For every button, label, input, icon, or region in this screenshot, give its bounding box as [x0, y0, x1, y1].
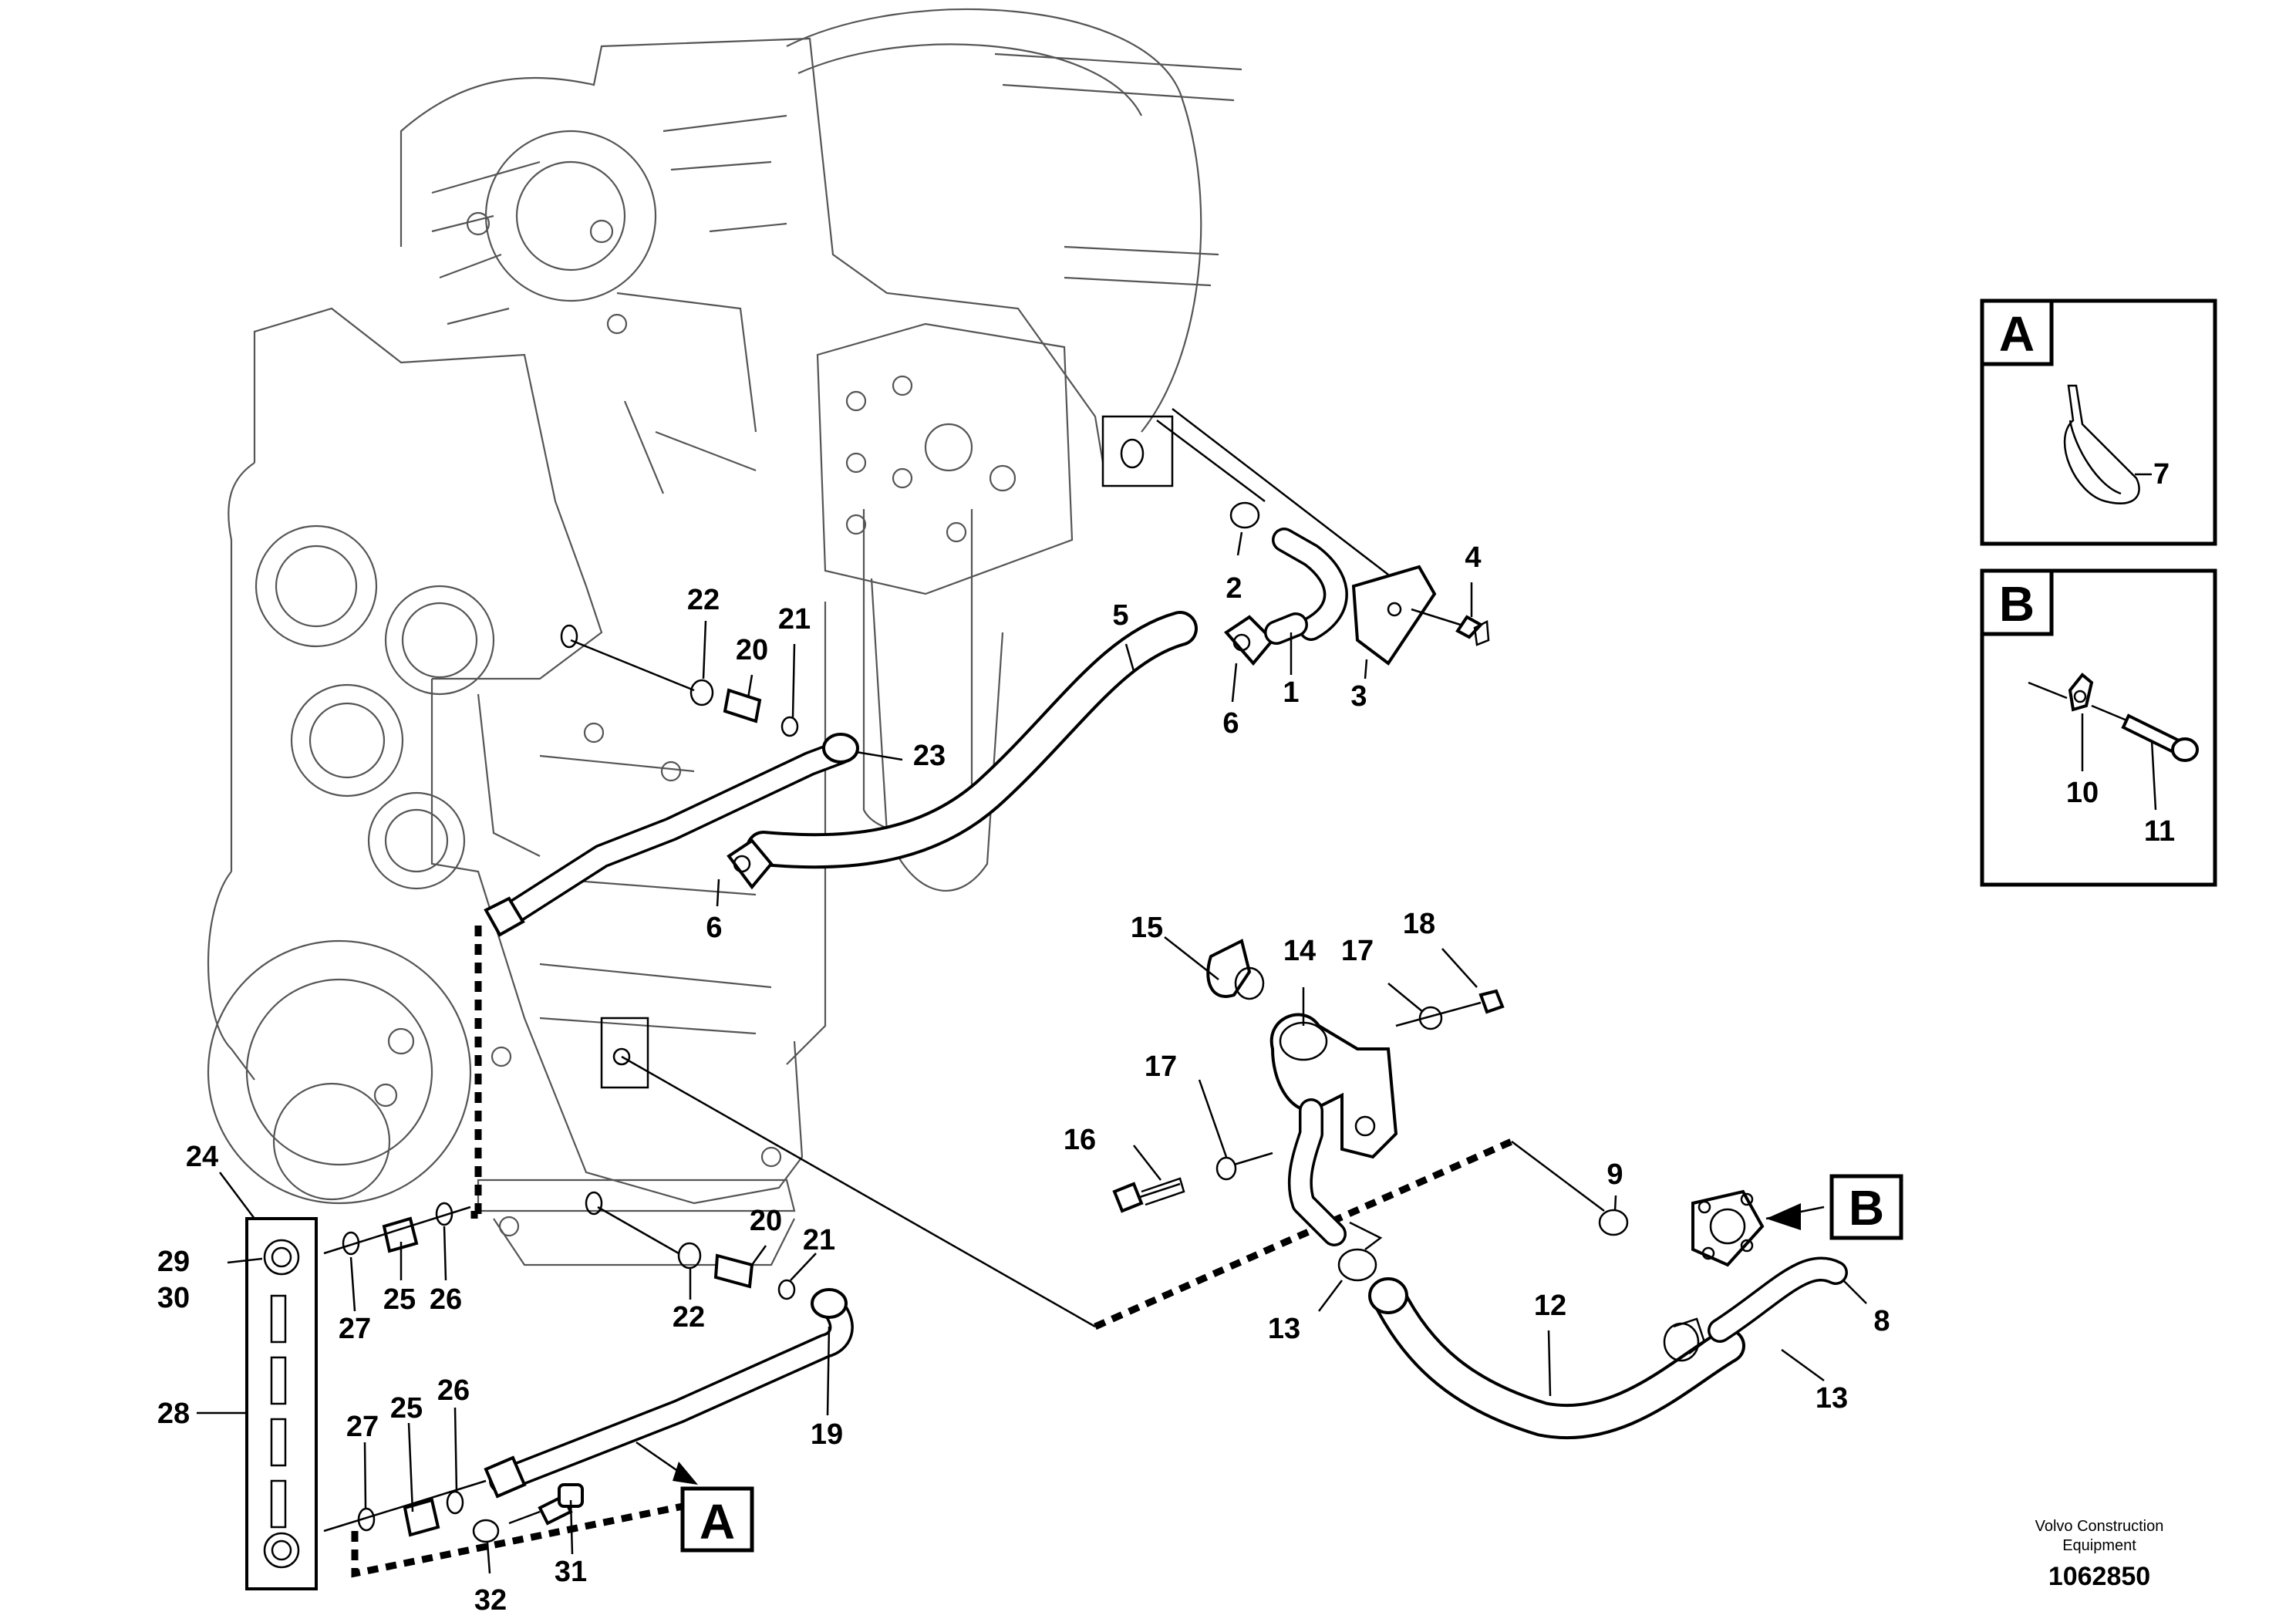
- callout-3: 3: [1350, 680, 1367, 713]
- callout-17-lower: 17: [1145, 1050, 1177, 1083]
- drawing-number: 1062850: [2048, 1562, 2150, 1591]
- callout-15: 15: [1131, 912, 1163, 944]
- callout-28: 28: [157, 1398, 190, 1430]
- callout-13-right: 13: [1816, 1382, 1848, 1415]
- callout-6-lower: 6: [706, 912, 722, 944]
- callout-5: 5: [1112, 599, 1128, 632]
- callout-17-upper: 17: [1341, 935, 1374, 967]
- callout-27-upper: 27: [339, 1313, 371, 1345]
- callout-30: 30: [157, 1282, 190, 1314]
- callout-23: 23: [913, 740, 946, 772]
- callout-26-lower: 26: [437, 1374, 470, 1407]
- detail-box-a: A 7: [1980, 298, 2217, 546]
- thermostat-assembly: [1112, 939, 1505, 1282]
- detail-b-letter: B: [1999, 576, 2035, 632]
- callout-7: 7: [2153, 458, 2170, 491]
- callout-25-lower: 25: [390, 1392, 423, 1425]
- callout-16: 16: [1064, 1124, 1096, 1156]
- callout-18: 18: [1403, 908, 1435, 940]
- upper-line-23: [474, 639, 859, 1219]
- callout-14: 14: [1283, 935, 1316, 967]
- detail-a-letter: A: [1999, 306, 2035, 362]
- clip-10-icon: [2028, 673, 2094, 712]
- callout-12: 12: [1534, 1290, 1566, 1322]
- callout-20-lower: 20: [750, 1205, 782, 1237]
- callout-19: 19: [811, 1418, 843, 1451]
- hose-5: [727, 611, 1308, 890]
- leader-lines: [197, 531, 1867, 1574]
- footer-line-1: Volvo Construction: [2035, 1518, 2164, 1535]
- bolt-11-icon: [2091, 704, 2199, 762]
- lower-line-19: [323, 1206, 854, 1578]
- callout-29: 29: [157, 1246, 190, 1278]
- callout-21-lower: 21: [803, 1224, 835, 1256]
- callout-26-upper: 26: [430, 1283, 462, 1316]
- view-marker-b-letter: B: [1849, 1180, 1884, 1236]
- callout-8: 8: [1873, 1305, 1890, 1337]
- callout-32: 32: [474, 1584, 507, 1617]
- callout-1: 1: [1283, 676, 1299, 709]
- callout-labels: 1 2 3 4 5 6 6 8 9 12 13 13 14 15 16 17 1…: [157, 541, 1890, 1617]
- callout-22-lower: 22: [673, 1301, 705, 1334]
- footer-line-2: Equipment: [2062, 1537, 2136, 1554]
- callout-10: 10: [2066, 777, 2099, 809]
- callout-21-upper: 21: [778, 603, 811, 636]
- callout-31: 31: [555, 1556, 587, 1588]
- callout-4: 4: [1465, 541, 1481, 574]
- callout-22-upper: 22: [687, 584, 720, 616]
- transmission-housing: [207, 8, 1242, 1266]
- clamp-7-icon: [2063, 384, 2152, 504]
- callout-11: 11: [2144, 815, 2175, 848]
- view-marker-a: A: [636, 1441, 754, 1553]
- upper-pipe-assembly: [1156, 408, 1490, 666]
- view-marker-a-letter: A: [700, 1494, 735, 1549]
- housing-ports: [560, 415, 1174, 1216]
- callout-20-upper: 20: [736, 634, 768, 666]
- callout-25-upper: 25: [383, 1283, 416, 1316]
- callout-9: 9: [1607, 1158, 1623, 1191]
- callout-6-upper: 6: [1222, 707, 1239, 740]
- callout-2: 2: [1226, 572, 1242, 605]
- callout-24: 24: [186, 1141, 218, 1173]
- callout-13-left: 13: [1268, 1313, 1300, 1345]
- right-hose-assembly: [1368, 1189, 1848, 1440]
- footer: Volvo Construction Equipment 1062850: [2035, 1518, 2164, 1591]
- callout-27-lower: 27: [346, 1411, 379, 1443]
- detail-box-b: B 10 11: [1980, 568, 2217, 887]
- routing-path: [621, 1055, 1605, 1330]
- view-marker-b: B: [1765, 1174, 1903, 1240]
- oil-cooler: [245, 1202, 478, 1590]
